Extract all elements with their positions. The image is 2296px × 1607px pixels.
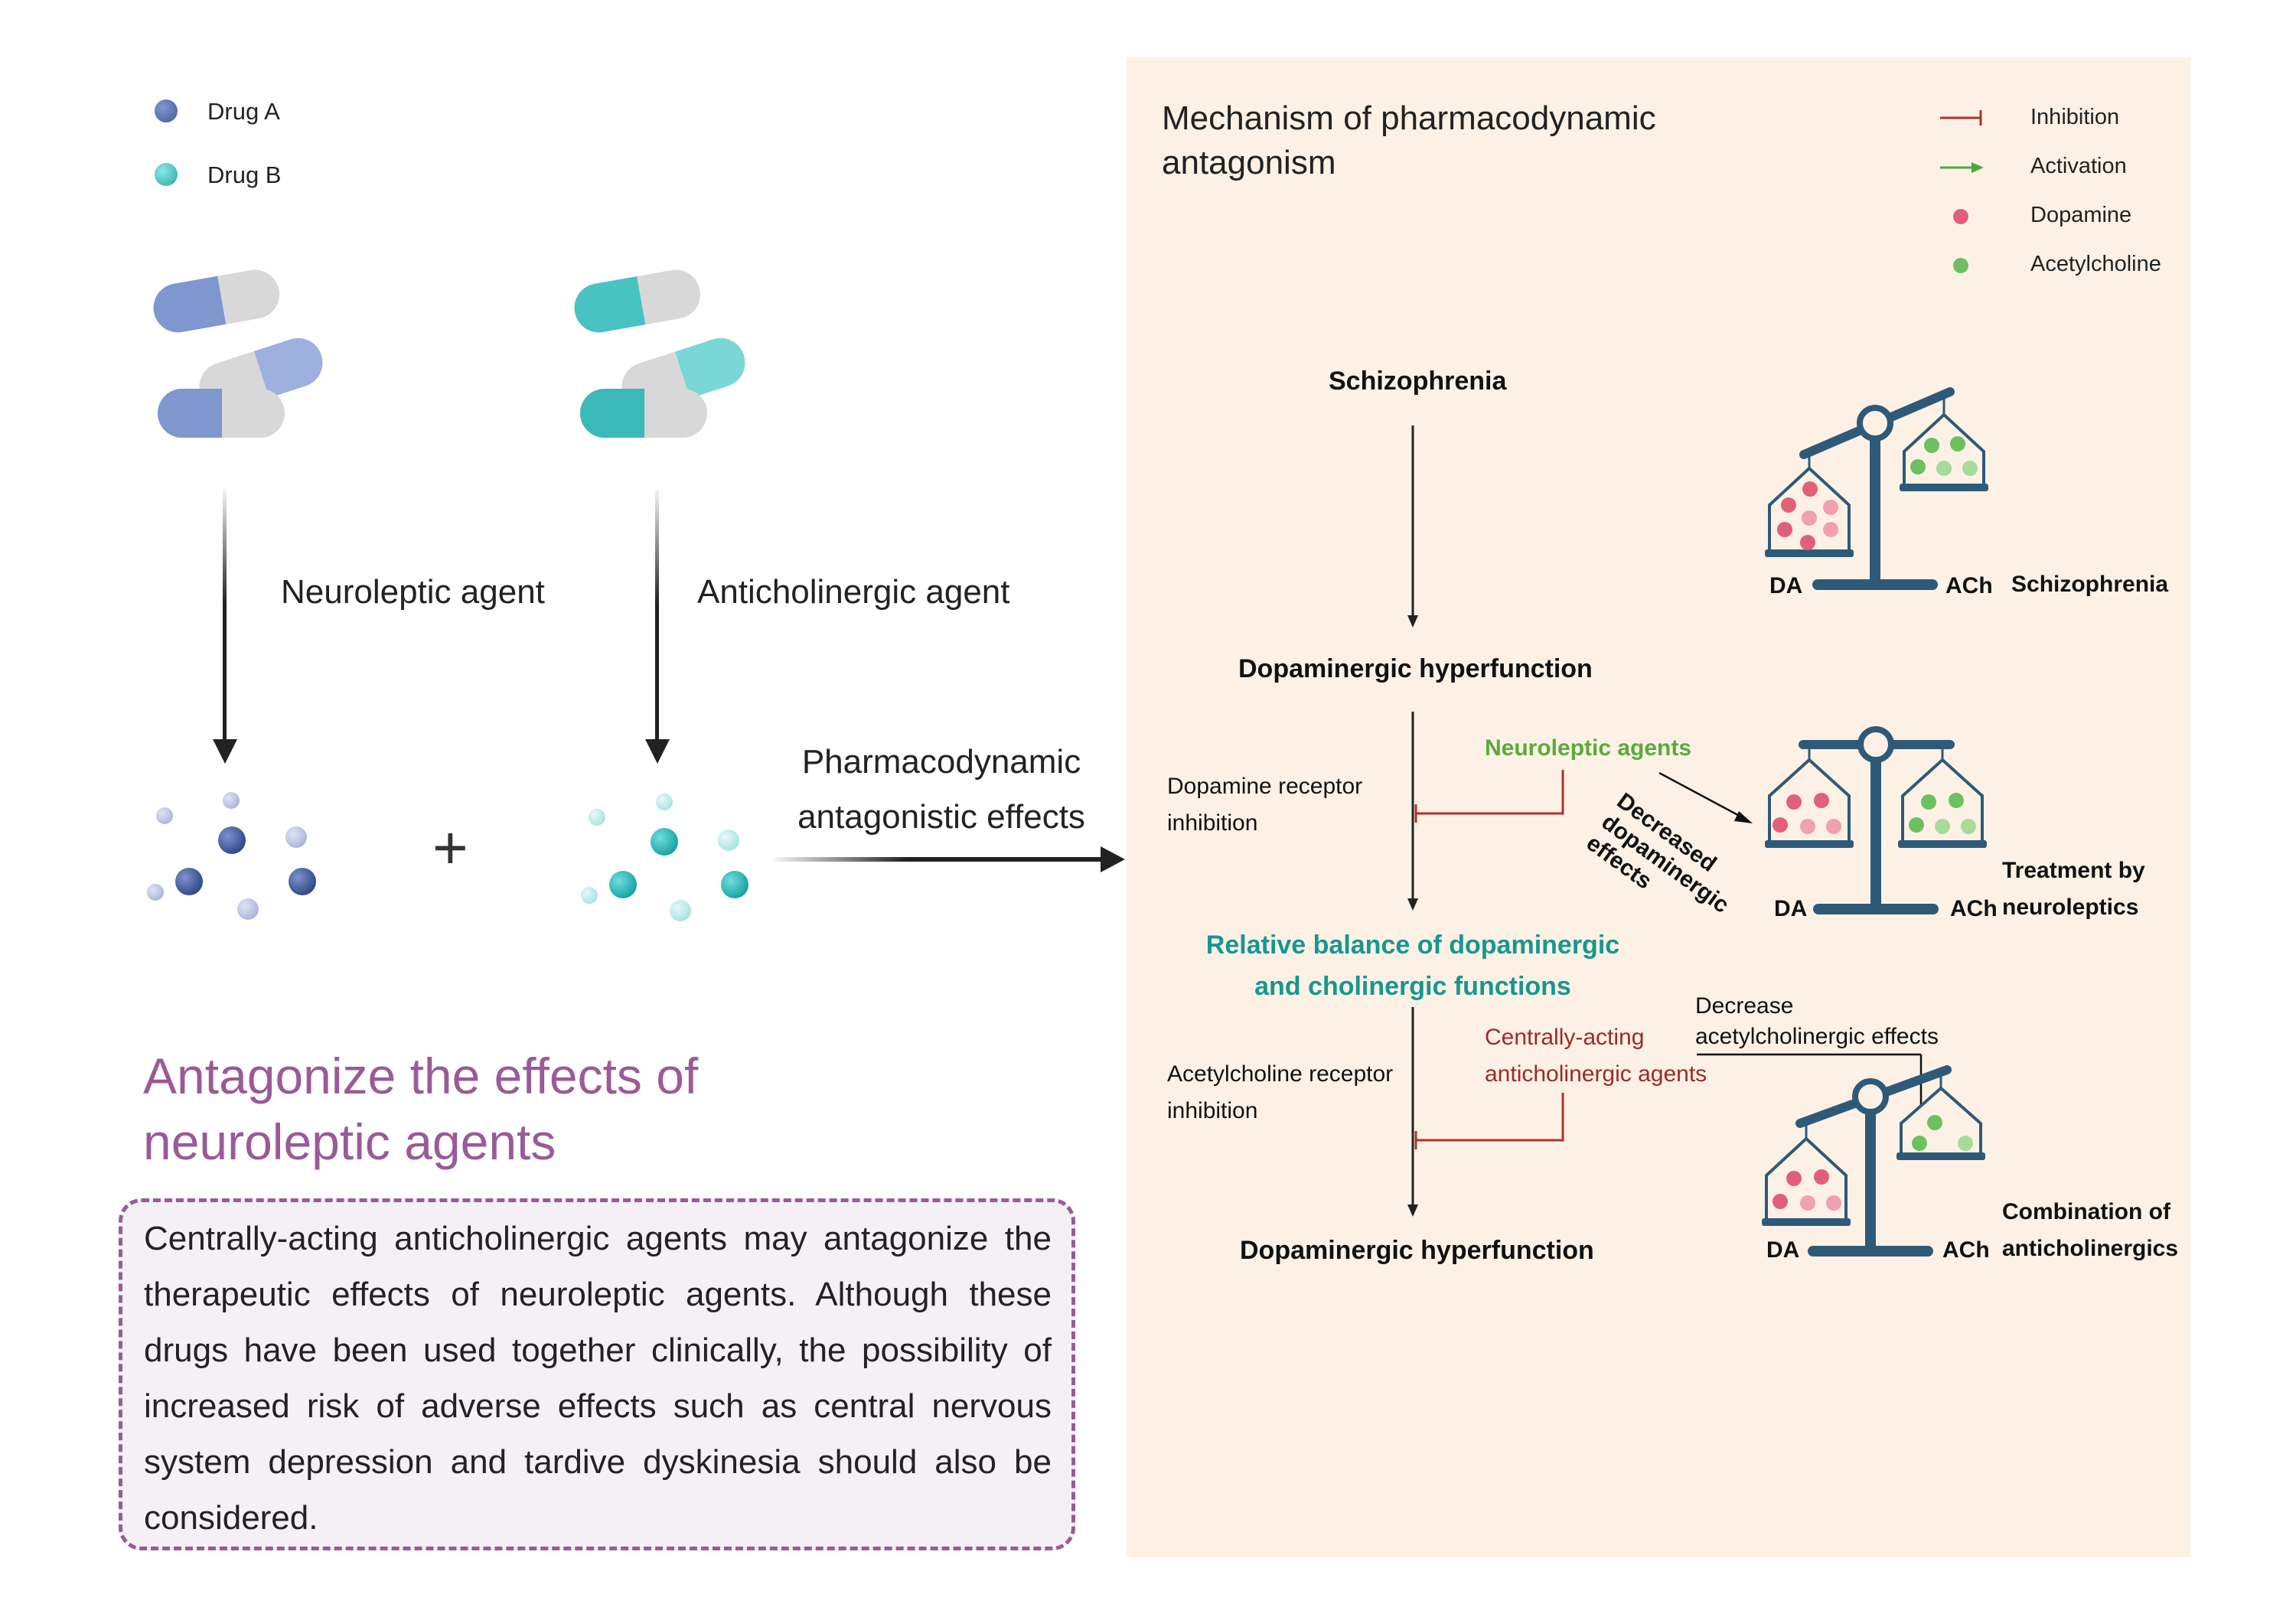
flow-centrally-acting-agents: Centrally-acting anticholinergic agents (1485, 1019, 1707, 1093)
flow-neuroleptic-agents: Neuroleptic agents (1485, 735, 1692, 761)
scale1-ach-label: ACh (1945, 573, 1993, 598)
activation-icon (1940, 162, 1984, 173)
section-title-line-2: neuroleptic agents (143, 1113, 556, 1170)
drug-b-particles (581, 794, 748, 921)
section-title: Antagonize the effects of neuroleptic ag… (143, 1043, 698, 1175)
flow-acetylcholine-receptor-inhibition: Acetylcholine receptor inhibition (1167, 1056, 1393, 1129)
flow-agent2-line-1: Centrally-acting (1485, 1025, 1645, 1050)
panel-title: Mechanism of pharmacodynamic antagonism (1162, 96, 1656, 185)
dopamine-dot-icon (1953, 209, 1968, 224)
legend-activation-label: Activation (2030, 154, 2127, 178)
decrease-acetylcholinergic-effects: Decrease acetylcholinergic effects (1695, 991, 1939, 1052)
drug-b-capsules (574, 269, 745, 438)
acetylcholine-molecules (1909, 436, 1978, 1151)
flow-inhib1-line-2: inhibition (1167, 810, 1258, 836)
drug-a-capsules (153, 269, 323, 438)
scale3-da-label: DA (1766, 1237, 1800, 1263)
note-box (119, 1198, 1075, 1550)
inhibition-connectors (1414, 770, 1564, 1149)
scale1-caption-line-1: Schizophrenia (2011, 572, 2169, 597)
anticholinergic-agent-label: Anticholinergic agent (697, 573, 1010, 611)
panel-title-line-1: Mechanism of pharmacodynamic (1162, 99, 1656, 137)
decrease-ach-line-1: Decrease (1695, 993, 1794, 1019)
flow-inhib1-line-1: Dopamine receptor (1167, 774, 1363, 799)
flow-inhib2-line-2: inhibition (1167, 1098, 1258, 1123)
flow-balance-line-1: Relative balance of dopaminergic (1205, 931, 1620, 960)
legend-dopamine-label: Dopamine (2030, 203, 2132, 227)
scale3-caption-line-2: anticholinergics (2002, 1236, 2179, 1261)
flow-dopamine-receptor-inhibition: Dopamine receptor inhibition (1167, 768, 1362, 842)
scale3-caption: Combination of anticholinergics (2002, 1194, 2178, 1267)
acetylcholine-dot-icon (1953, 258, 1968, 273)
drug-b-dot (155, 163, 178, 186)
scale2-caption: Treatment by neuroleptics (2002, 852, 2145, 926)
legend-acetylcholine-label: Acetylcholine (2030, 252, 2161, 276)
combine-plus: + (432, 813, 468, 882)
balance-scale-combination (1762, 1065, 1985, 1257)
inhibition-icon (1940, 110, 1982, 125)
scale3-caption-line-1: Combination of (2002, 1199, 2170, 1224)
section-title-line-1: Antagonize the effects of (143, 1048, 699, 1104)
drug-a-label: Drug A (207, 98, 280, 125)
flow-relative-balance: Relative balance of dopaminergic and cho… (1199, 924, 1627, 1007)
flowchart-lines (1407, 425, 1418, 1217)
flow-inhib2-line-1: Acetylcholine receptor (1167, 1061, 1394, 1087)
drug-b-label: Drug B (207, 161, 282, 188)
scale2-ach-label: ACh (1950, 896, 1998, 921)
pd-effects-arrow (775, 846, 1125, 872)
decrease-ach-line-2: acetylcholinergic effects (1695, 1024, 1939, 1049)
scale2-da-label: DA (1774, 896, 1808, 921)
pd-effects-line-1: Pharmacodynamic (801, 743, 1081, 781)
anticholinergic-arrow (645, 490, 670, 764)
drug-a-dot (155, 99, 178, 122)
neuroleptic-arrow (213, 490, 237, 764)
scale3-ach-label: ACh (1942, 1237, 1990, 1263)
panel-legend-symbols (1940, 110, 1984, 273)
flow-agent2-line-2: anticholinergic agents (1485, 1061, 1707, 1087)
mechanism-panel-bg (1127, 57, 2190, 1557)
pd-effects-label: Pharmacodynamic antagonistic effects (773, 735, 1110, 845)
flow-schizophrenia: Schizophrenia (1329, 367, 1507, 396)
flow-balance-line-2: and cholinergic functions (1254, 972, 1571, 1001)
flow-dopaminergic-hyperfunction-2: Dopaminergic hyperfunction (1240, 1236, 1594, 1265)
scale1-da-label: DA (1769, 573, 1803, 598)
dopamine-molecules (1773, 481, 1841, 1211)
scale2-caption-line-2: neuroleptics (2002, 895, 2139, 920)
scale1-caption: Schizophrenia (2011, 566, 2168, 603)
neuroleptic-agent-label: Neuroleptic agent (281, 573, 545, 611)
note-text: Centrally-acting anticholinergic agents … (144, 1220, 1052, 1537)
drug-a-particles (147, 792, 316, 920)
panel-title-line-2: antagonism (1162, 144, 1336, 181)
legend-inhibition-label: Inhibition (2030, 105, 2120, 129)
flow-dopaminergic-hyperfunction-1: Dopaminergic hyperfunction (1238, 654, 1593, 683)
scale2-caption-line-1: Treatment by (2002, 858, 2145, 883)
pd-effects-line-2: antagonistic effects (797, 798, 1085, 836)
